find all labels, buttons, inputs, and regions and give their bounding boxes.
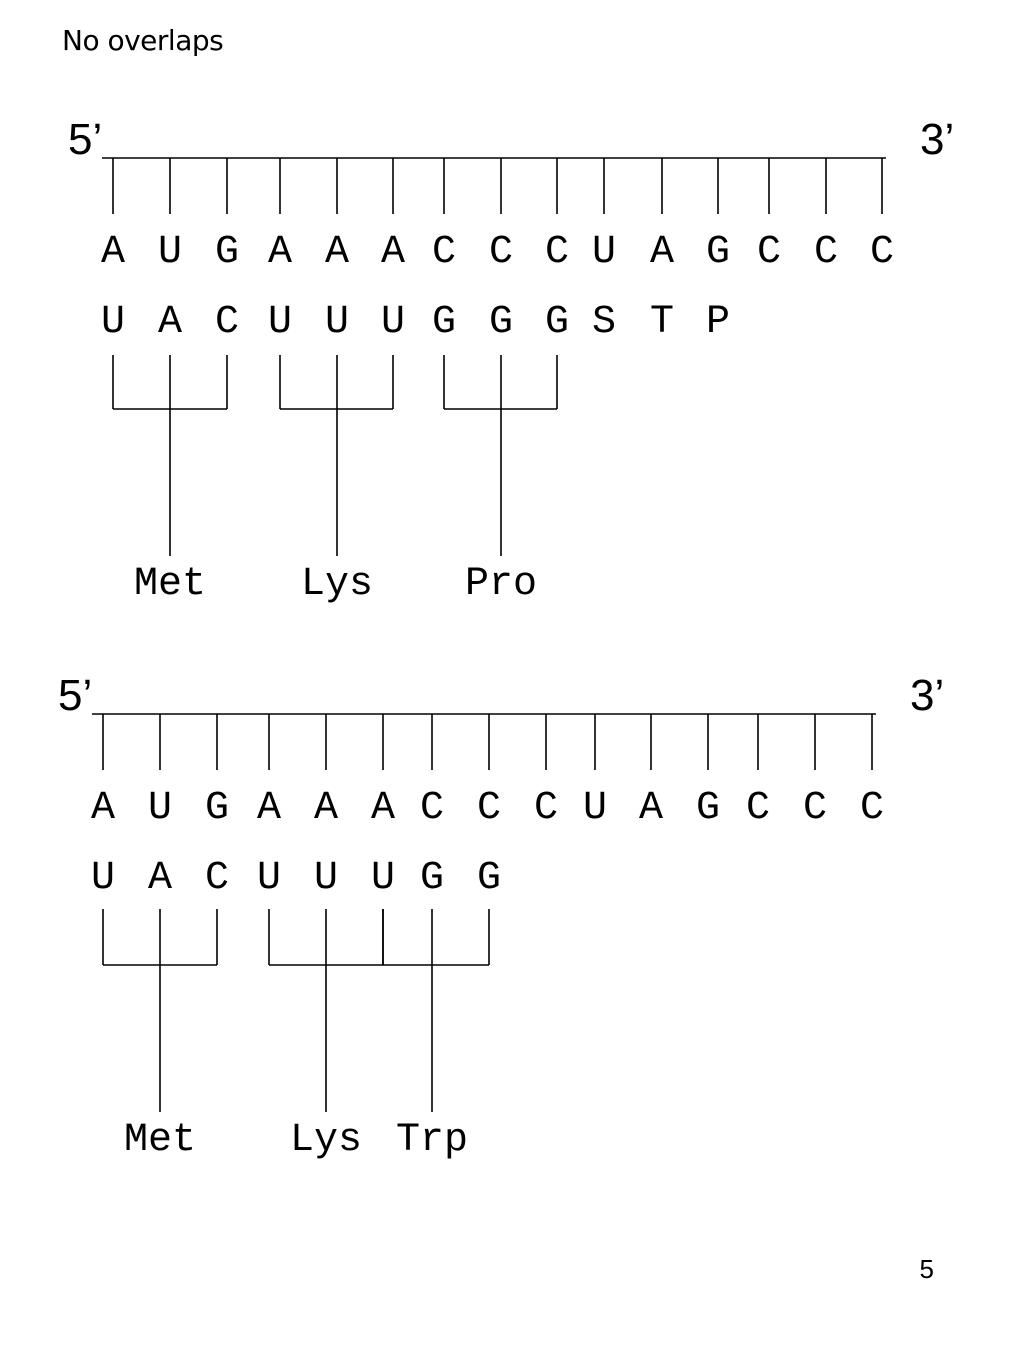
anticodon-base: U [101,300,125,345]
five-prime-label: 5’ [68,115,102,164]
mrna-base: A [314,786,338,831]
anticodon-base: U [257,856,281,901]
amino-acid-label: Lys [290,1118,362,1163]
mrna-base: U [148,786,172,831]
anticodon-base: U [314,856,338,901]
mrna-base: C [545,230,569,275]
anticodon-base: G [545,300,569,345]
mrna-base: C [814,230,838,275]
mrna-base: G [215,230,239,275]
mrna-base: U [158,230,182,275]
mrna-base: C [432,230,456,275]
mrna-base: U [583,786,607,831]
mrna-base: G [706,230,730,275]
mrna-base: A [325,230,349,275]
mrna-base: C [870,230,894,275]
anticodon-base: T [650,300,674,345]
mrna-base: A [381,230,405,275]
mrna-base: A [268,230,292,275]
amino-acid-label: Lys [301,562,373,607]
amino-acid-label: Pro [465,562,537,607]
mrna-base: C [420,786,444,831]
mrna-base: A [371,786,395,831]
page-number: 5 [919,1254,934,1284]
amino-acid-label: Trp [396,1118,468,1163]
anticodon-base: P [706,300,730,345]
five-prime-label: 5’ [58,671,92,720]
mrna-base: C [746,786,770,831]
amino-acid-label: Met [124,1118,196,1163]
amino-acid-label: Met [134,562,206,607]
mrna-base: C [860,786,884,831]
slide-title: No overlaps [62,24,224,57]
mrna-base: G [696,786,720,831]
anticodon-base: C [205,856,229,901]
anticodon-base: U [371,856,395,901]
anticodon-base: G [477,856,501,901]
mrna-base: U [592,230,616,275]
mrna-base: A [639,786,663,831]
anticodon-base: C [215,300,239,345]
three-prime-label: 3’ [910,671,944,720]
anticodon-base: S [592,300,616,345]
anticodon-base: G [420,856,444,901]
mrna-base: A [257,786,281,831]
anticodon-base: U [325,300,349,345]
anticodon-base: U [381,300,405,345]
mrna-base: C [757,230,781,275]
anticodon-base: G [432,300,456,345]
mrna-base: C [489,230,513,275]
mrna-base: C [477,786,501,831]
anticodon-base: A [158,300,182,345]
mrna-base: C [534,786,558,831]
mrna-base: G [205,786,229,831]
mrna-base: A [101,230,125,275]
mrna-base: A [91,786,115,831]
mrna-base: C [803,786,827,831]
anticodon-base: A [148,856,172,901]
anticodon-base: G [489,300,513,345]
anticodon-base: U [268,300,292,345]
three-prime-label: 3’ [920,115,954,164]
anticodon-base: U [91,856,115,901]
mrna-base: A [650,230,674,275]
